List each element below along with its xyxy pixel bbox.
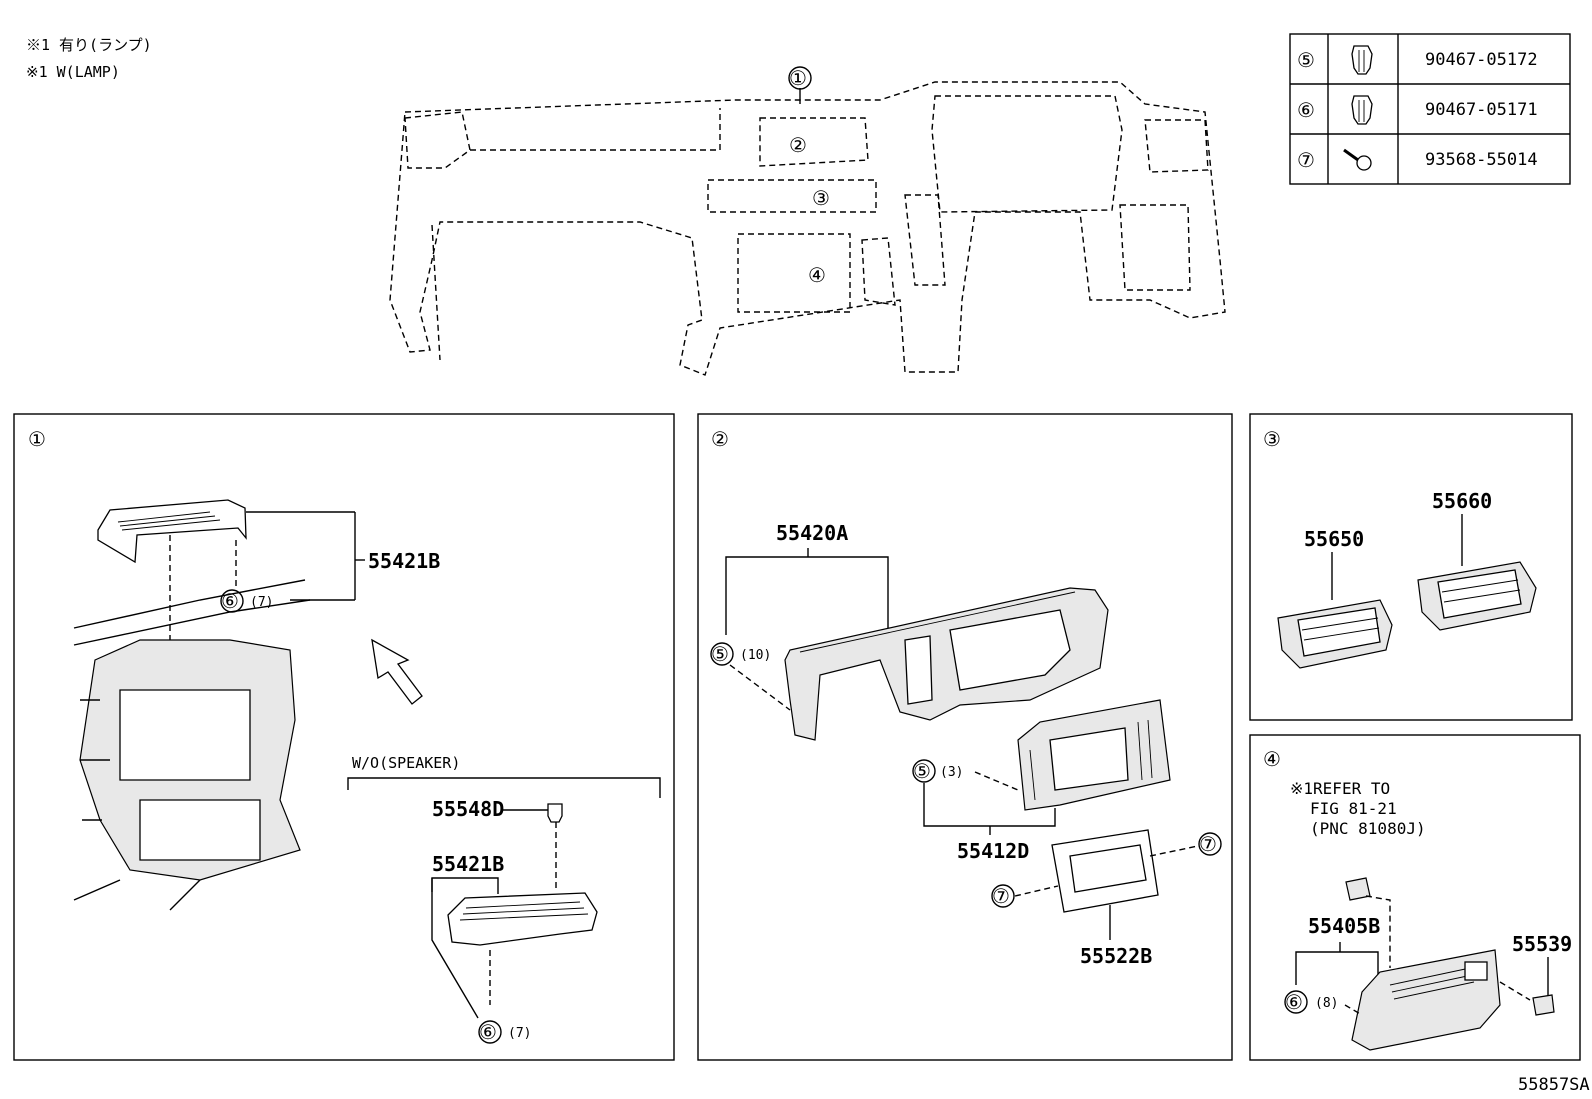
- overview-callout-4: ④: [808, 263, 826, 287]
- screw-icon: [1343, 148, 1372, 171]
- clip-callout: ⑤: [913, 759, 931, 783]
- part-55660: 55660: [1432, 489, 1492, 513]
- panel-2: ② 55420A ⑤ (10) ⑤ (3) 55412D: [697, 413, 1233, 1061]
- part-55522b: 55522B: [1080, 944, 1152, 968]
- panel-1-number: ①: [28, 427, 46, 451]
- clip-qty: (10): [740, 648, 771, 663]
- part-55650: 55650: [1304, 527, 1364, 551]
- part-55421b-alt: 55421B: [432, 852, 504, 876]
- illustration-id: 55857SA: [1518, 1075, 1590, 1095]
- table-ref-6: ⑥: [1297, 98, 1315, 122]
- overview-callout-2: ②: [789, 133, 807, 157]
- cluster-bezel-illustration: [784, 587, 1109, 741]
- table-row: ⑦ 93568-55014: [1297, 148, 1538, 172]
- panel-4: ④ ※1REFER TO FIG 81-21 (PNC 81080J) 5540…: [1249, 734, 1581, 1061]
- clip-callout: ⑤: [711, 642, 729, 666]
- panel-3-number: ③: [1263, 427, 1281, 451]
- clip-icon: [1351, 95, 1373, 125]
- screw-callout: ⑦: [992, 884, 1010, 908]
- dashboard-frame-illustration: [73, 579, 311, 911]
- part-55405b: 55405B: [1308, 914, 1380, 938]
- clip-callout: ⑥: [1285, 990, 1303, 1014]
- fastener-table: ⑤ 90467-05172 ⑥ 90467-05171 ⑦ 93568-: [1289, 33, 1571, 185]
- part-55412d: 55412D: [957, 839, 1029, 863]
- note-line-en: ※1 W(LAMP): [26, 63, 120, 81]
- variant-label: W/O(SPEAKER): [352, 754, 460, 772]
- left-vent-illustration: [1277, 599, 1393, 669]
- display-bezel-illustration: [1017, 699, 1171, 811]
- part-55539: 55539: [1512, 932, 1572, 956]
- table-ref-7: ⑦: [1297, 148, 1315, 172]
- part-55548d: 55548D: [432, 797, 504, 821]
- panel-4-number: ④: [1263, 747, 1281, 771]
- clip-callout: ⑥: [479, 1020, 497, 1044]
- table-row: ⑤ 90467-05172: [1297, 45, 1538, 75]
- clip-part-illustration: [1532, 994, 1555, 1016]
- note-line-jp: ※1 有り(ランプ): [26, 36, 152, 54]
- speaker-cover-alt-illustration: [447, 892, 598, 946]
- panel-1: ① 55421B ⑥ (7) W/O(SPEA: [13, 413, 675, 1061]
- clip-qty: (3): [940, 765, 963, 780]
- table-row: ⑥ 90467-05171: [1297, 95, 1538, 125]
- dashboard-overview: ① ② ③ ④: [389, 66, 1226, 376]
- refer-note-line2: FIG 81-21: [1310, 799, 1397, 818]
- lcd-display-illustration: [1051, 829, 1159, 913]
- part-55421b: 55421B: [368, 549, 440, 573]
- clip-qty: (7): [508, 1026, 531, 1041]
- overview-callout-1: ①: [789, 66, 807, 90]
- panel-switch-illustration: [1351, 949, 1501, 1051]
- table-part-no: 90467-05172: [1425, 50, 1538, 70]
- table-part-no: 90467-05171: [1425, 100, 1538, 120]
- screw-callout: ⑦: [1199, 832, 1217, 856]
- speaker-cover-illustration: [97, 499, 247, 564]
- view-arrow-icon: [371, 638, 423, 705]
- overview-callout-3: ③: [812, 186, 830, 210]
- right-vent-illustration: [1417, 561, 1537, 631]
- cap-illustration: [547, 803, 563, 823]
- clip-icon: [1351, 45, 1373, 75]
- table-ref-5: ⑤: [1297, 48, 1315, 72]
- part-55420a: 55420A: [776, 521, 848, 545]
- panel-2-number: ②: [711, 427, 729, 451]
- clip-qty: (8): [1315, 996, 1338, 1011]
- refer-note-line3: (PNC 81080J): [1310, 819, 1426, 838]
- table-part-no: 93568-55014: [1425, 150, 1538, 170]
- panel-3: ③ 55650 55660: [1249, 413, 1573, 721]
- refer-note-line1: ※1REFER TO: [1290, 779, 1390, 798]
